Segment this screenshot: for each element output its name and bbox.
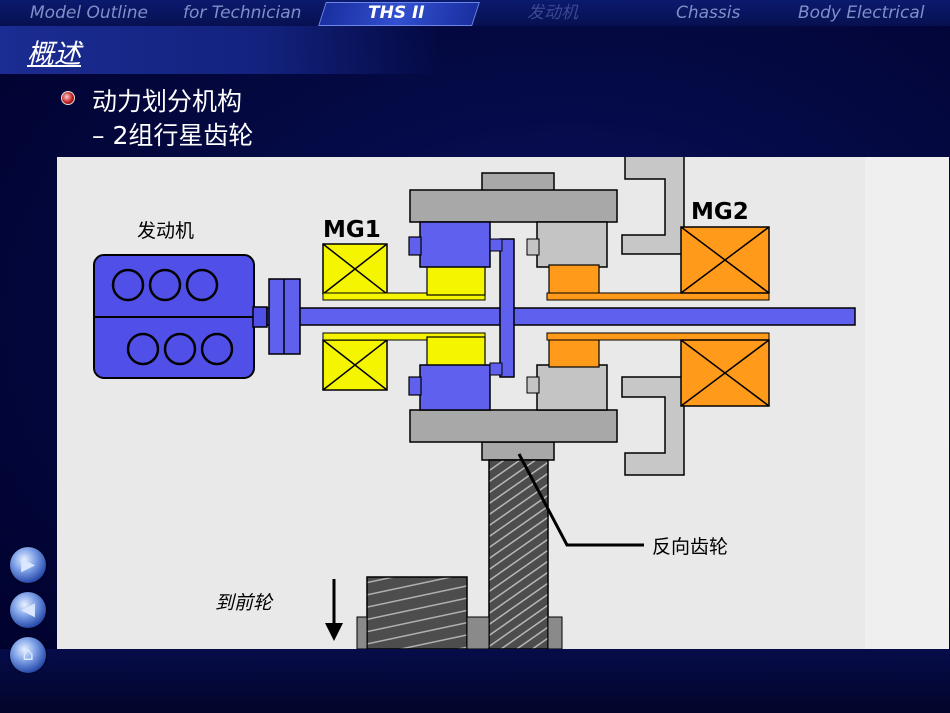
ring-gear-housing-bottom — [409, 376, 685, 476]
power-split-diagram: 发动机 MG1 MG2 反向齿轮 到前轮 — [57, 157, 949, 649]
damper — [268, 278, 301, 355]
label-to-front-wheel: 到前轮 — [215, 592, 274, 614]
diagram-right-panel — [865, 157, 949, 649]
tab-for-technician[interactable]: for Technician — [183, 3, 302, 23]
power-split-pinions — [408, 221, 515, 411]
bullet-icon — [61, 91, 75, 105]
ring-gear-housing-top — [409, 157, 705, 255]
sun-gear-upper — [426, 264, 486, 296]
prev-slide-button[interactable]: ◀ — [10, 592, 46, 628]
tab-chassis[interactable]: Chassis — [676, 3, 741, 23]
engine-block — [93, 254, 268, 379]
mg2-stator — [680, 226, 770, 407]
label-mg2: MG2 — [691, 199, 749, 225]
page-title: 概述 — [27, 39, 81, 70]
home-icon: ⌂ — [22, 644, 34, 665]
prev-arrow-icon: ◀ — [21, 599, 35, 620]
title-band — [0, 26, 440, 74]
top-navigation: Model Outline for Technician THS II 发动机 … — [0, 0, 950, 26]
down-arrow-icon — [325, 579, 343, 641]
label-engine: 发动机 — [137, 220, 194, 242]
counter-gear-leader-line — [517, 453, 644, 547]
bullet-sub: – 2组行星齿轮 — [92, 121, 254, 150]
next-arrow-icon: ▶ — [21, 554, 35, 575]
label-mg1: MG1 — [323, 217, 381, 243]
sun-gear-lower — [426, 336, 486, 368]
mg2-rotor-upper — [546, 292, 770, 301]
bullet-main: 动力划分机构 — [92, 87, 243, 116]
tab-body-electrical[interactable]: Body Electrical — [798, 3, 925, 23]
tab-ths-ii[interactable]: THS II — [368, 3, 425, 23]
mg2-rotor-lower — [546, 332, 770, 341]
mg1-rotor-upper — [322, 292, 486, 301]
bottom-band — [0, 649, 950, 713]
next-slide-button[interactable]: ▶ — [10, 547, 46, 583]
label-counter-gear: 反向齿轮 — [652, 536, 728, 558]
counter-gear — [356, 459, 563, 649]
tab-model-outline[interactable]: Model Outline — [30, 3, 148, 23]
home-button[interactable]: ⌂ — [10, 637, 46, 673]
reduction-pinions — [526, 221, 608, 411]
main-shaft — [266, 307, 856, 326]
mg1-stator — [322, 243, 388, 391]
tab-engine[interactable]: 发动机 — [527, 3, 578, 23]
